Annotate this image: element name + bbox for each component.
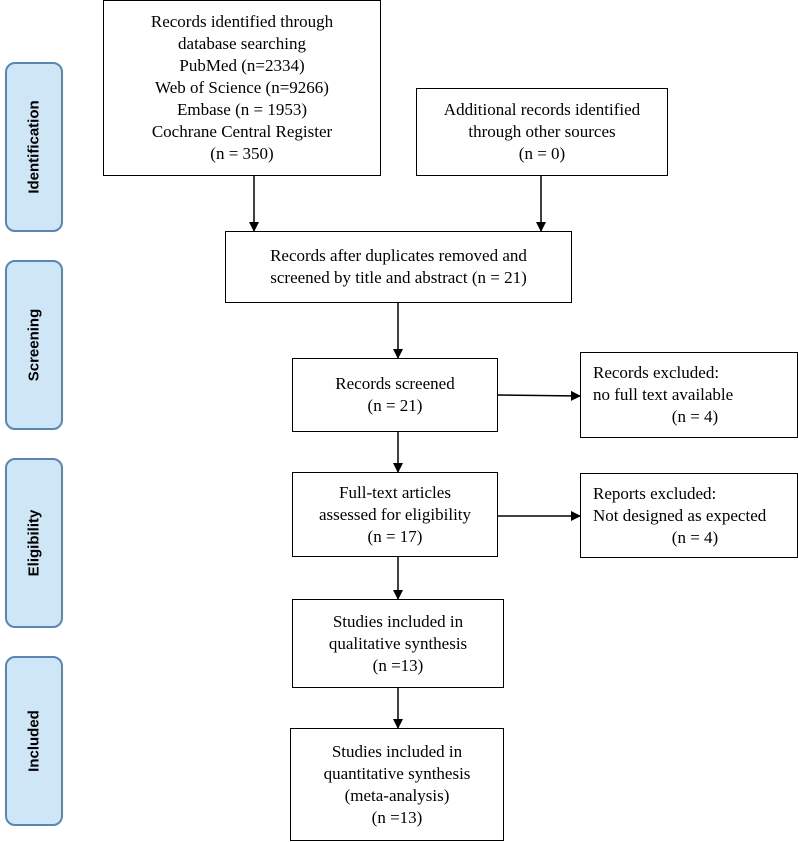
stage-identification: Identification — [5, 62, 63, 232]
box-text-line: qualitative synthesis — [328, 633, 468, 653]
box-text-line: (n =13) — [371, 807, 423, 827]
box-text-line: Embase (n = 1953) — [177, 100, 307, 119]
box-text-line: Records screened — [335, 374, 455, 393]
box-text-line: Studies included in — [332, 611, 464, 631]
box-text-line: (n = 21) — [367, 396, 423, 415]
box-text-line: Records excluded: — [593, 363, 720, 382]
box-text-line: quantitative synthesis — [323, 763, 471, 783]
box-text-line: no full text available — [593, 385, 734, 404]
box-text-line: (n = 350) — [210, 144, 274, 163]
box-text-line: Records after duplicates removed and — [270, 246, 527, 265]
box-text-line: Web of Science (n=9266) — [155, 78, 329, 97]
box-text-line: PubMed (n=2334) — [179, 56, 305, 75]
box-fulltext-assessed: Full-text articles assessed for eligibil… — [292, 472, 498, 557]
box-text-line: Not designed as expected — [593, 505, 767, 525]
stage-screening: Screening — [5, 260, 63, 430]
box-records-screened: Records screened (n = 21) — [292, 358, 498, 432]
box-qualitative-synthesis: Studies included in qualitative synthesi… — [292, 599, 504, 688]
box-text-line: Studies included in — [331, 741, 463, 761]
box-records-excluded: Records excluded: no full text available… — [580, 352, 798, 438]
box-text-line: assessed for eligibility — [318, 504, 472, 524]
box-text-line: screened by title and abstract (n = 21) — [270, 268, 527, 287]
box-text-line: (meta-analysis) — [344, 785, 450, 805]
box-after-duplicates: Records after duplicates removed and scr… — [225, 231, 572, 303]
stage-included: Included — [5, 656, 63, 826]
arrow-screened-to-excluded — [497, 390, 581, 401]
box-text-line: Cochrane Central Register — [151, 122, 333, 141]
box-text-line: Additional records identified — [443, 100, 641, 119]
box-additional-records: Additional records identified through ot… — [416, 88, 668, 176]
box-text-line: database searching — [178, 34, 306, 53]
box-text-line: Full-text articles — [339, 482, 451, 502]
box-text-line: (n = 4) — [671, 407, 719, 426]
box-text-line: (n = 17) — [367, 526, 423, 546]
box-text-line: Reports excluded: — [593, 483, 717, 503]
box-text-line: (n = 4) — [671, 527, 719, 547]
box-text-line: Records identified through — [150, 12, 334, 31]
box-reports-excluded: Reports excluded: Not designed as expect… — [580, 473, 798, 558]
box-text-line: (n =13) — [372, 655, 424, 675]
box-quantitative-synthesis: Studies included in quantitative synthes… — [290, 728, 504, 841]
stage-eligibility: Eligibility — [5, 458, 63, 628]
box-database-records: Records identified through database sear… — [103, 0, 381, 176]
box-text-line: (n = 0) — [518, 144, 566, 163]
box-text-line: through other sources — [468, 122, 616, 141]
